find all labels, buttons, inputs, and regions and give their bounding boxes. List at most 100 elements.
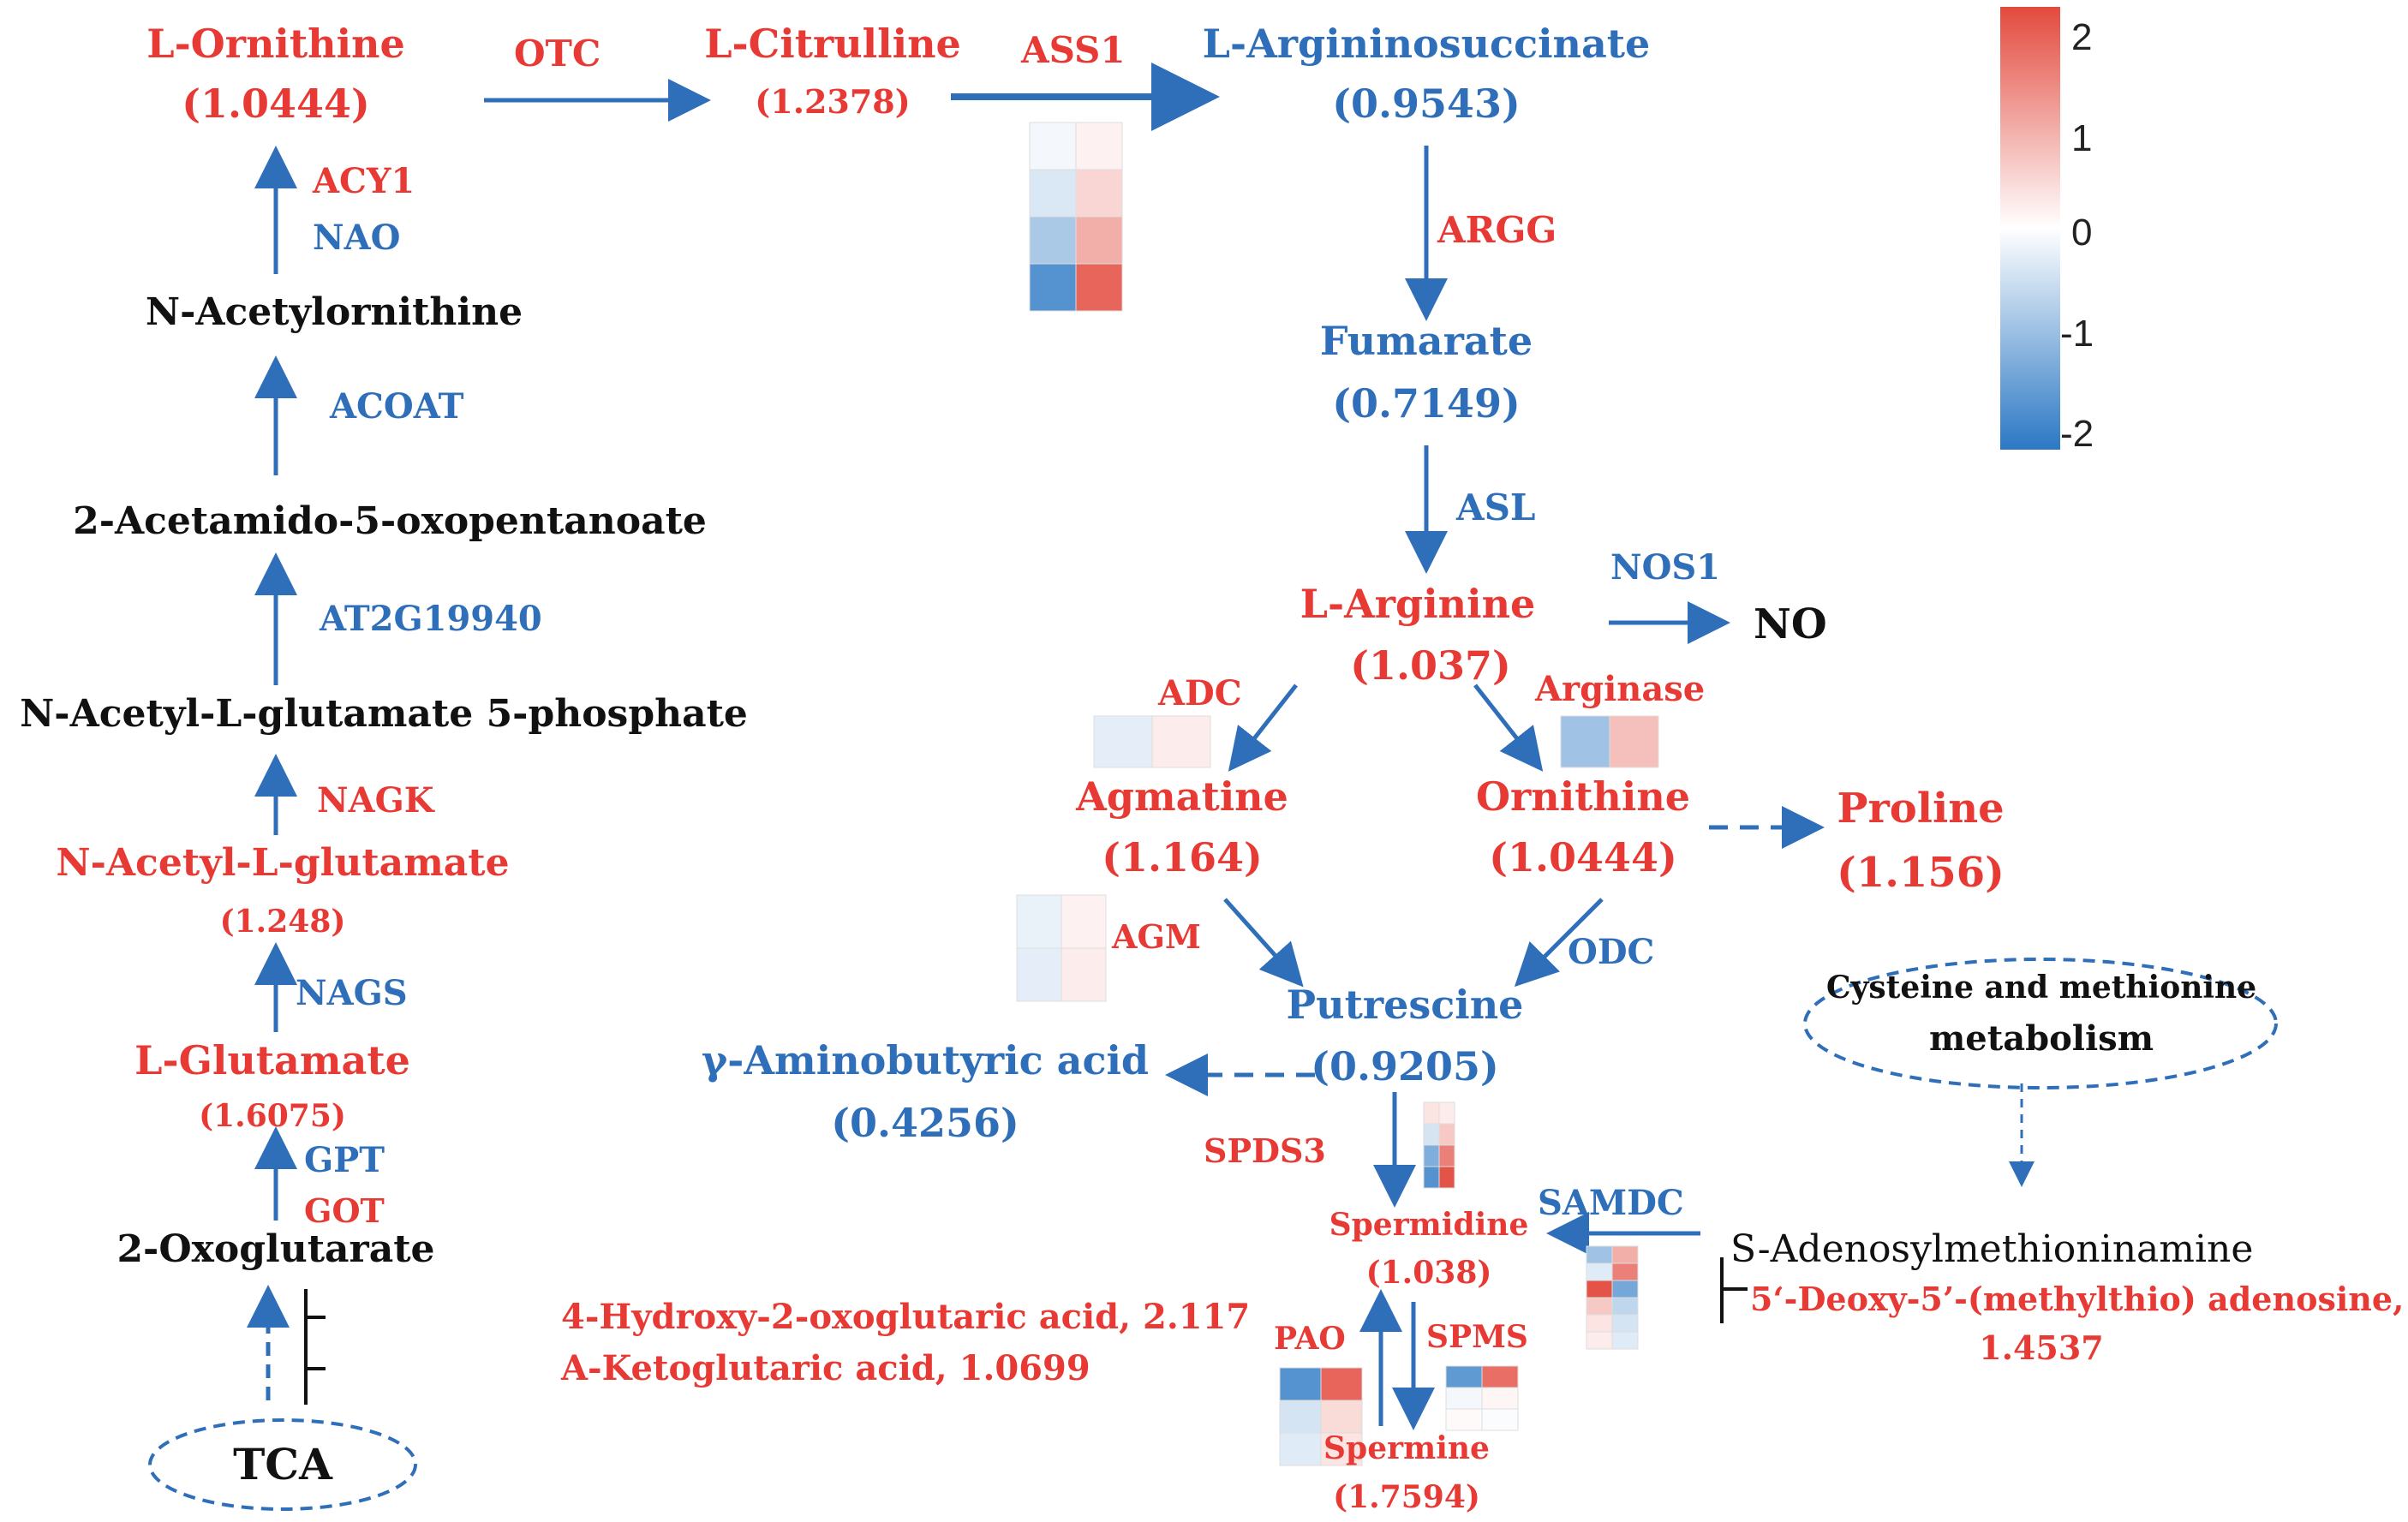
cysteine-methionine-line2: metabolism	[1928, 1018, 2154, 1059]
n-acetylornithine: N-Acetylornithine	[145, 290, 523, 334]
l-glutamate-value: (1.6075)	[199, 1098, 346, 1134]
l-argininosuccinate-name: L-Argininosuccinate	[1202, 21, 1651, 67]
enzyme-acoat: ACOAT	[330, 386, 464, 427]
l-argininosuccinate-value: (0.9543)	[1332, 81, 1521, 127]
gaba-name: γ-Aminobutyric acid	[701, 1037, 1150, 1083]
enzyme-agm: AGM	[1112, 917, 1201, 956]
enzyme-samdc: SAMDC	[1538, 1183, 1684, 1223]
heatmap-cell-spds3_b	[1438, 1166, 1455, 1189]
mta-name: 5‘-Deoxy-5’-(methylthio) adenosine,	[1750, 1280, 2405, 1318]
heatmap-cell-agm	[1016, 894, 1062, 949]
heatmap-cell-pao	[1320, 1367, 1363, 1401]
enzyme-nagk: NAGK	[317, 780, 434, 821]
colorbar-tick-2: 2	[2071, 16, 2093, 58]
putrescine-value: (0.9205)	[1311, 1043, 1499, 1089]
heatmap-cell-spms	[1445, 1365, 1483, 1388]
heatmap-cell-spds3	[1423, 1144, 1440, 1167]
enzyme-nao: NAO	[313, 218, 401, 258]
acetamido-oxopentanoate: 2-Acetamido-5-oxopentanoate	[73, 499, 707, 543]
enzyme-otc: OTC	[514, 33, 601, 75]
enzyme-at2g19940: AT2G19940	[320, 599, 542, 639]
enzyme-asl: ASL	[1456, 486, 1536, 528]
enzyme-spms: SPMS	[1426, 1319, 1528, 1355]
heatmap-cell-pao	[1279, 1432, 1322, 1466]
mta-value: 1.4537	[1979, 1328, 2104, 1367]
gaba-value: (0.4256)	[831, 1100, 1019, 1146]
heatmap-cell-samdc	[1611, 1245, 1639, 1264]
cysteine-ellipse	[1803, 958, 2278, 1089]
colorbar-tick-0: 0	[2071, 212, 2093, 254]
s-adenosylmethioninamine: S-Adenosylmethioninamine	[1730, 1227, 2254, 1271]
heatmap-cell-adc	[1151, 715, 1211, 768]
inhibit-tca	[304, 1289, 326, 1405]
l-arginine-value: (1.037)	[1350, 642, 1511, 689]
heatmap-cell-samdc	[1586, 1314, 1613, 1333]
heatmap-cell-arginase	[1609, 715, 1659, 768]
tca-ellipse	[148, 1418, 417, 1511]
heatmap-cell-pao	[1320, 1432, 1363, 1466]
enzyme-pao: PAO	[1274, 1321, 1346, 1357]
heatmap-cell-samdc	[1586, 1262, 1613, 1281]
heatmap-cell-ass1	[1029, 122, 1077, 170]
heatmap-cell-samdc	[1586, 1280, 1613, 1298]
heatmap-cell-spds3	[1423, 1101, 1440, 1125]
arrow-odc	[1514, 898, 1604, 988]
heatmap-cell-samdc	[1611, 1280, 1639, 1298]
enzyme-nos1: NOS1	[1610, 547, 1721, 588]
heatmap-cell-agm	[1016, 947, 1062, 1002]
heatmap-cell-samdc	[1611, 1297, 1639, 1316]
heatmap-cell-spms	[1481, 1365, 1519, 1388]
heatmap-cell-spms	[1445, 1408, 1483, 1431]
heatmap-cell-spds3_b	[1438, 1123, 1455, 1146]
colorbar-tick-1: 1	[2071, 117, 2093, 159]
n-acetyl-glutamate-5-phosphate: N-Acetyl-L-glutamate 5-phosphate	[20, 692, 748, 736]
fumarate-name: Fumarate	[1319, 318, 1533, 364]
heatmap-cell-samdc	[1586, 1245, 1613, 1264]
spermine-name: Spermine	[1324, 1430, 1490, 1466]
heatmap-cell-ass1	[1029, 169, 1077, 218]
colorbar-tick-minus2: -2	[2060, 413, 2094, 455]
ornithine-value: (1.0444)	[1489, 834, 1677, 880]
heatmap-cell-spds3_b	[1438, 1144, 1455, 1167]
enzyme-nags: NAGS	[296, 973, 408, 1013]
enzyme-arginase: Arginase	[1535, 669, 1706, 709]
heatmap-cell-spms	[1481, 1387, 1519, 1410]
heatmap-cell-ass1	[1075, 122, 1123, 170]
enzyme-ass1: ASS1	[1021, 29, 1126, 71]
agmatine-name: Agmatine	[1076, 773, 1288, 820]
l-ornithine-name: L-Ornithine	[146, 21, 405, 67]
colorbar	[2000, 7, 2060, 450]
2-oxoglutarate: 2-Oxoglutarate	[117, 1227, 435, 1271]
heatmap-cell-spds3	[1423, 1123, 1440, 1146]
heatmap-cell-spms	[1445, 1387, 1483, 1410]
heatmap-cell-agm	[1061, 894, 1107, 949]
arrow-adc	[1228, 683, 1298, 772]
agmatine-value: (1.164)	[1102, 834, 1263, 880]
enzyme-acy1: ACY1	[313, 161, 415, 201]
heatmap-cell-ass1	[1075, 263, 1123, 312]
heatmap-cell-samdc	[1611, 1262, 1639, 1281]
tca-label: TCA	[233, 1439, 332, 1489]
heatmap-cell-ass1	[1075, 169, 1123, 218]
enzyme-odc: ODC	[1568, 932, 1655, 972]
heatmap-cell-ass1	[1029, 216, 1077, 265]
spermidine-value: (1.038)	[1365, 1255, 1492, 1291]
heatmap-cell-pao	[1279, 1367, 1322, 1401]
colorbar-tick-minus1: -1	[2060, 313, 2094, 355]
l-arginine-name: L-Arginine	[1300, 581, 1536, 627]
enzyme-adc: ADC	[1158, 673, 1242, 713]
heatmap-cell-spms	[1481, 1408, 1519, 1431]
heatmap-cell-pao	[1320, 1400, 1363, 1434]
l-glutamate-name: L-Glutamate	[134, 1037, 410, 1083]
l-citrulline-value: (1.2378)	[755, 82, 911, 121]
ornithine-name: Ornithine	[1475, 773, 1691, 820]
l-citrulline-name: L-Citrulline	[704, 21, 961, 67]
hydroxy-oxoglutaric-acid: 4-Hydroxy-2-oxoglutaric acid, 2.117	[561, 1297, 1251, 1337]
enzyme-got: GOT	[304, 1191, 385, 1230]
proline-name: Proline	[1837, 785, 2005, 833]
enzyme-spds3: SPDS3	[1204, 1131, 1326, 1170]
n-acetyl-l-glutamate-value: (1.248)	[219, 904, 346, 940]
heatmap-cell-agm	[1061, 947, 1107, 1002]
